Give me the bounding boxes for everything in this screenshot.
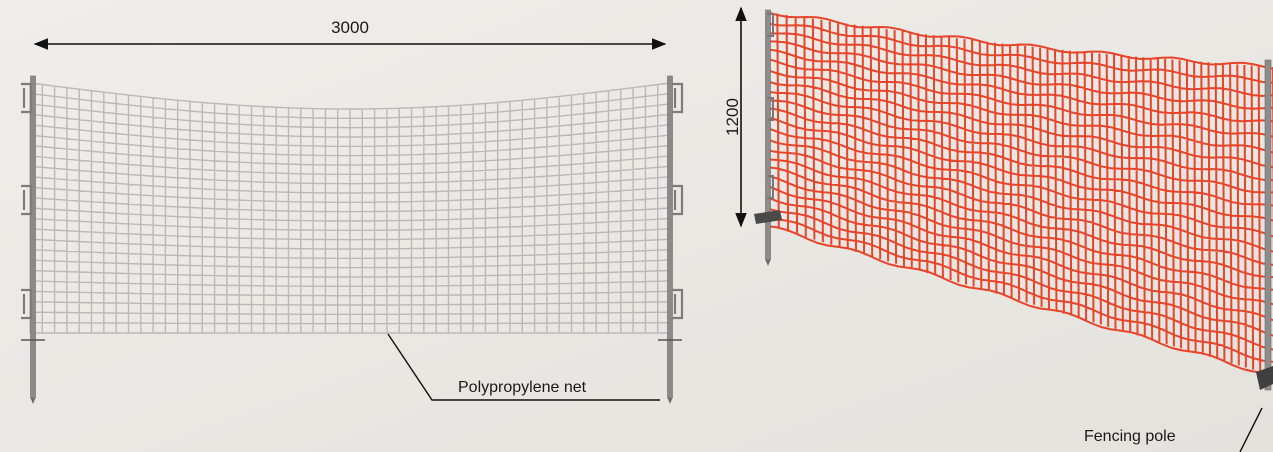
pole-clip <box>21 184 33 216</box>
pole-clip <box>672 288 684 320</box>
net-callout-leader <box>387 333 660 401</box>
pole-shaft <box>765 9 771 261</box>
pole-tip <box>667 398 673 404</box>
perspective-view: 1200 Fencing pole <box>723 6 1273 452</box>
pole-foot-plate <box>754 210 782 224</box>
pole-clip <box>21 82 33 114</box>
pole-shaft <box>1264 59 1272 391</box>
pole-callout-label: Fencing pole <box>1084 428 1176 445</box>
perspective-far-pole <box>1256 59 1273 391</box>
pole-callout-leader <box>1239 407 1263 452</box>
perspective-near-pole <box>754 9 782 266</box>
pole-clip <box>672 184 684 216</box>
net-callout-label: Polypropylene net <box>458 379 587 396</box>
pole-tip <box>765 260 771 266</box>
front-view: 3000 Polypropylene net <box>21 18 684 404</box>
pole-clip <box>21 288 33 320</box>
height-dimension-label: 1200 <box>723 98 742 136</box>
pole-tip <box>30 398 36 404</box>
front-right-pole <box>658 75 684 404</box>
pole-clip <box>672 82 684 114</box>
pole-shaft <box>667 75 673 399</box>
pole-foot-plate <box>1256 366 1273 390</box>
pole-clip <box>767 175 774 199</box>
pole-clip <box>767 13 774 37</box>
pole-shaft <box>30 75 36 399</box>
front-left-pole <box>21 75 45 404</box>
pole-clip <box>767 97 774 121</box>
width-dimension-label: 3000 <box>331 18 369 37</box>
